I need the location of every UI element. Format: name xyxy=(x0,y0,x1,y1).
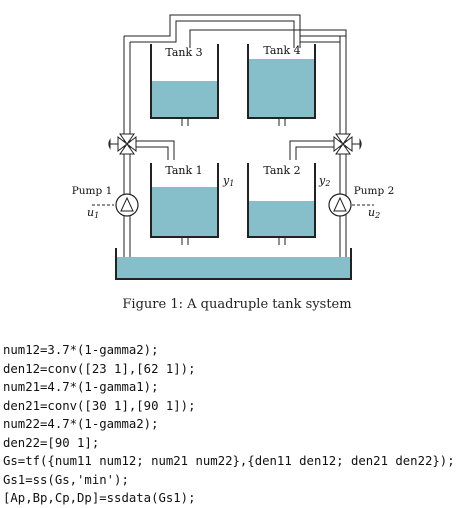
tank-2-label: Tank 2 xyxy=(263,164,300,177)
left-valve xyxy=(108,133,137,155)
tank-3: Tank 3 xyxy=(150,44,219,126)
figure-caption: Figure 1: A quadruple tank system xyxy=(122,297,352,312)
code-line: num21=4.7*(1-gamma1); xyxy=(3,380,159,394)
tank-4: Tank 4 xyxy=(247,44,316,126)
pump-1-label: Pump 1 xyxy=(72,185,113,197)
y2-label: y2 xyxy=(318,174,330,188)
right-top-pipe-stub xyxy=(299,29,346,37)
quadruple-tank-figure: Tank 3 Tank 4 Tank 1 Tank 2 Pu xyxy=(72,14,395,280)
code-line: Gs=tf({num11 num12; num21 num22},{den11 … xyxy=(3,454,455,468)
code-line: den21=conv([30 1],[90 1]); xyxy=(3,398,196,413)
tank-4-label: Tank 4 xyxy=(263,44,300,57)
tank-diagram: Tank 3 Tank 4 Tank 1 Tank 2 Pu xyxy=(72,14,395,280)
code-line: num22=4.7*(1-gamma2); xyxy=(3,417,159,431)
code-line: den12=conv([23 1],[62 1]); xyxy=(3,361,196,376)
code-line: den22=[90 1]; xyxy=(3,435,100,450)
pipes xyxy=(123,14,347,262)
y1-label: y1 xyxy=(222,174,234,188)
matlab-code-block: num12=3.7*(1-gamma2); den12=conv([23 1],[… xyxy=(3,341,455,508)
tank-1-label: Tank 1 xyxy=(165,164,202,177)
right-valve xyxy=(333,133,362,155)
code-line: [Ap,Bp,Cp,Dp]=ssdata(Gs1); xyxy=(3,491,196,505)
tank-2: Tank 2 xyxy=(247,163,316,245)
code-line: Gs1=ss(Gs,'min'); xyxy=(3,472,129,487)
pump-2: Pump 2 u2 xyxy=(328,185,395,220)
tank-1: Tank 1 xyxy=(150,163,219,245)
left-to-tank1-pipe xyxy=(134,140,175,160)
reservoir xyxy=(115,248,352,280)
pump-2-input: u2 xyxy=(368,206,380,220)
pump-1: Pump 1 u1 xyxy=(72,185,139,220)
pump-1-input: u1 xyxy=(87,206,99,220)
code-line: num12=3.7*(1-gamma2); xyxy=(3,343,159,357)
pump-2-label: Pump 2 xyxy=(354,185,395,197)
tank-3-label: Tank 3 xyxy=(165,46,202,59)
right-to-tank2-pipe xyxy=(289,140,336,160)
